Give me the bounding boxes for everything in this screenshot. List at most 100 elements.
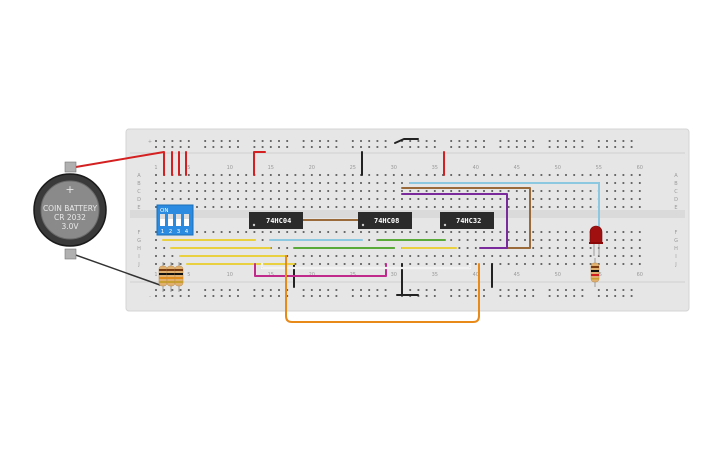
rail-hole [458,146,461,148]
breadboard-hole [638,190,641,192]
breadboard-hole [384,206,387,208]
wire-lightblue-led [409,182,600,230]
breadboard-hole [491,206,494,208]
rail-hole [237,140,239,142]
coin-battery[interactable]: + COIN BATTERY CR 2032 3.0V [33,161,107,260]
breadboard-hole [360,198,362,200]
breadboard-hole [630,247,633,249]
breadboard-hole [327,182,330,184]
resistor-band [175,273,183,275]
resistor-band [175,277,183,279]
row-letter-bottom: F [675,230,678,236]
breadboard-hole [155,247,157,249]
breadboard-hole [253,190,256,192]
rail-hole [417,295,420,297]
breadboard-hole [466,263,469,265]
rail-hole [556,140,559,142]
led-red[interactable] [589,225,603,256]
breadboard-hole [565,263,567,265]
breadboard-hole [507,198,510,200]
rail-hole [187,295,190,297]
dip-switch-key[interactable] [168,214,173,226]
breadboard-hole [425,263,428,265]
breadboard-hole [614,231,617,233]
column-number-top: 20 [309,165,315,171]
led-resistor[interactable] [590,258,600,287]
breadboard-hole [466,206,469,208]
rail-hole [163,140,166,142]
breadboard-hole [589,190,592,192]
breadboard-hole [179,182,182,184]
breadboard-hole [302,182,305,184]
breadboard-hole [310,174,313,176]
breadboard-hole [351,206,354,208]
row-letter-top: A [137,173,141,179]
breadboard-hole [507,206,510,208]
breadboard-hole [401,255,403,257]
dip-switch-key[interactable] [176,214,181,226]
breadboard-hole [278,182,280,184]
breadboard-hole [556,231,559,233]
breadboard-hole [327,255,330,257]
pull-down-resistors[interactable] [158,262,184,292]
dip-switch-key[interactable] [160,214,165,226]
chip-74hc04[interactable]: 74HC04 [249,212,303,229]
rail-hole [515,295,518,297]
breadboard-hole [228,182,231,184]
breadboard-hole [532,190,535,192]
rail-hole [187,140,190,142]
breadboard-hole [515,239,518,241]
breadboard-hole [368,239,371,241]
breadboard-hole [310,255,313,257]
breadboard-hole [343,174,346,176]
rail-hole [433,289,436,291]
rail-hole [565,295,567,297]
breadboard-hole [638,198,641,200]
breadboard-hole [302,263,305,265]
breadboard-hole [335,174,338,176]
column-number-top: 5 [187,165,190,171]
rail-hole [360,289,362,291]
rail-hole [614,295,617,297]
battery-label-line1: COIN BATTERY [43,204,98,213]
breadboard-hole [483,231,485,233]
breadboard-hole [392,206,395,208]
breadboard-hole [384,255,387,257]
breadboard-hole [515,190,518,192]
rail-hole [606,140,608,142]
led-resistor-band-3 [591,274,599,276]
led-body [589,225,603,244]
dip-switch-key[interactable] [184,214,189,226]
chip-74hc32[interactable]: 74HC32 [440,212,494,229]
breadboard-hole [466,190,469,192]
rail-hole [409,289,412,291]
chip-74hc08[interactable]: 74HC08 [358,212,412,229]
row-letter-top: D [137,197,141,203]
breadboard-hole [589,247,592,249]
breadboard-hole [589,206,592,208]
rail-hole [515,289,518,291]
breadboard-hole [261,231,264,233]
breadboard-hole [417,174,420,176]
breadboard-hole [466,255,469,257]
row-letter-bottom: H [137,246,141,252]
breadboard-hole [187,182,190,184]
rail-hole [597,289,600,291]
rail-hole [228,289,231,291]
breadboard-hole [310,190,313,192]
led-resistor-band-4 [591,278,599,280]
column-number-bottom: 30 [391,272,397,278]
rail-hole [302,289,305,291]
breadboard-hole [253,231,256,233]
rail-hole [228,295,231,297]
breadboard-hole [204,182,207,184]
breadboard-hole [483,239,485,241]
led-resistor-band-1 [591,266,599,268]
rail-hole [171,289,174,291]
chip-74hc32-body [440,212,494,229]
chip-74hc04-body [249,212,303,229]
rail-hole [507,140,510,142]
breadboard-hole [606,255,608,257]
